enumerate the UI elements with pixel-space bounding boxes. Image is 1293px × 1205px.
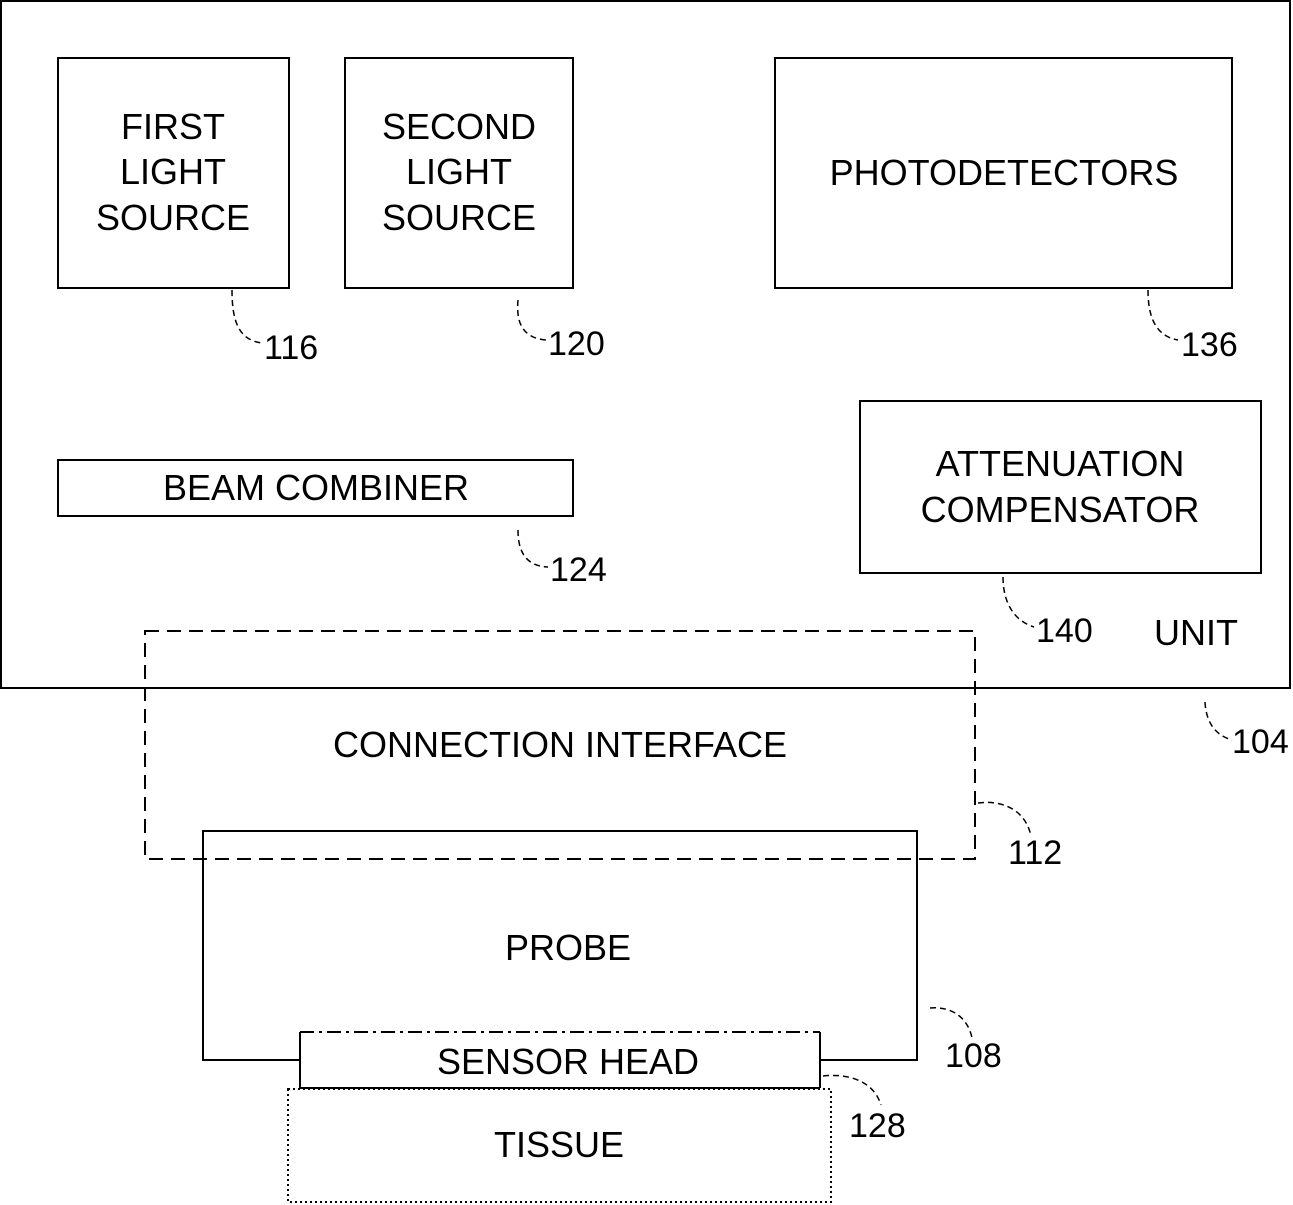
ref-140: 140 (1036, 612, 1093, 650)
beam-combiner-block: BEAM COMBINER (58, 460, 573, 516)
leader-112 (978, 802, 1031, 836)
leader-108 (930, 1008, 972, 1038)
ref-124: 124 (550, 551, 607, 589)
first-light-source-label-line1: FIRST (121, 106, 225, 147)
connection-interface-label: CONNECTION INTERFACE (333, 724, 787, 765)
second-light-source-label-line1: SECOND (382, 106, 536, 147)
ref-136: 136 (1181, 326, 1238, 364)
photodetectors-label: PHOTODETECTORS (830, 152, 1179, 193)
ref-112: 112 (1008, 834, 1062, 872)
leader-136 (1148, 290, 1178, 340)
leader-128 (823, 1075, 881, 1105)
sensor-head-label: SENSOR HEAD (437, 1041, 699, 1082)
second-light-source-label-line3: SOURCE (382, 197, 536, 238)
tissue-block: TISSUE (288, 1089, 831, 1202)
first-light-source-block: FIRST LIGHT SOURCE (58, 58, 289, 288)
sensor-head-block: SENSOR HEAD (300, 1032, 820, 1088)
first-light-source-label-line3: SOURCE (96, 197, 250, 238)
first-light-source-label-line2: LIGHT (120, 151, 226, 192)
probe-label: PROBE (505, 927, 631, 968)
ref-120: 120 (548, 325, 605, 363)
ref-128: 128 (849, 1107, 906, 1145)
second-light-source-label-line2: LIGHT (406, 151, 512, 192)
ref-104: 104 (1232, 723, 1289, 761)
leader-140 (1003, 577, 1034, 627)
second-light-source-block: SECOND LIGHT SOURCE (345, 58, 573, 288)
unit-box (1, 1, 1290, 688)
photodetectors-block: PHOTODETECTORS (775, 58, 1232, 288)
unit-label: UNIT (1154, 612, 1238, 653)
connection-interface-block: CONNECTION INTERFACE (145, 631, 975, 859)
ref-116: 116 (264, 329, 318, 367)
ref-108: 108 (945, 1037, 1002, 1075)
attenuation-compensator-label-line2: COMPENSATOR (921, 489, 1200, 530)
leader-116 (232, 290, 262, 343)
probe-block: PROBE (203, 831, 917, 1060)
reference-leaders (232, 290, 1232, 1105)
tissue-label: TISSUE (494, 1124, 624, 1165)
leader-104 (1205, 702, 1232, 740)
leader-120 (518, 300, 546, 340)
leader-124 (518, 530, 548, 567)
attenuation-compensator-block: ATTENUATION COMPENSATOR (860, 401, 1261, 573)
attenuation-compensator-label-line1: ATTENUATION (936, 443, 1185, 484)
beam-combiner-label: BEAM COMBINER (163, 467, 469, 508)
